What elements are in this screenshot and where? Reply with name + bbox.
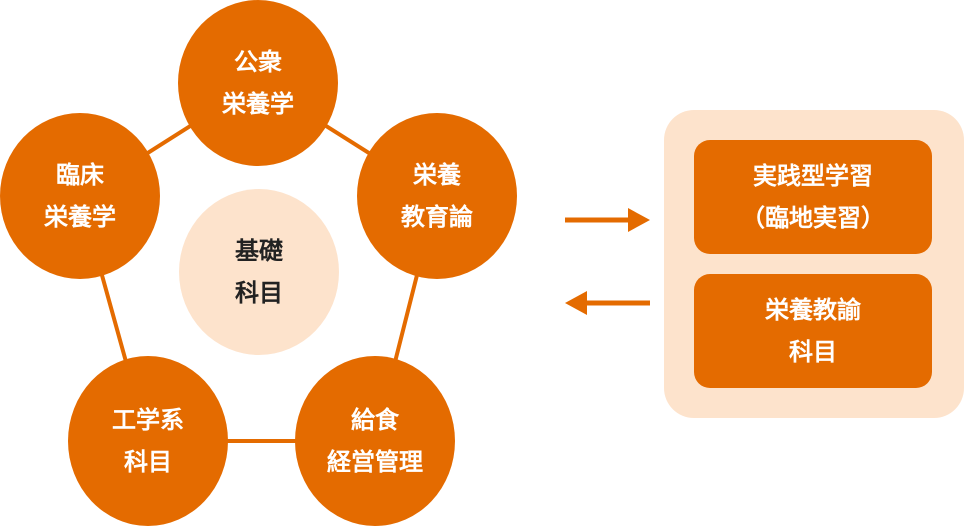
- node-label: 給食: [351, 406, 399, 434]
- node-label: 経営管理: [327, 448, 423, 476]
- node-clinical-nutrition: 臨床 栄養学: [0, 113, 160, 279]
- box-label: 栄養教諭: [765, 296, 861, 324]
- box-label: 科目: [789, 338, 837, 366]
- node-label: 基礎: [235, 237, 283, 265]
- node-label: 科目: [235, 279, 283, 307]
- practical-panel: 実践型学習 （臨地実習） 栄養教諭 科目: [664, 110, 964, 418]
- node-public-nutrition: 公衆 栄養学: [178, 0, 338, 166]
- arrow-left-icon: [565, 291, 650, 315]
- center-node-basic-subjects: 基礎 科目: [179, 189, 339, 355]
- node-label: 工学系: [112, 406, 184, 434]
- box-practical-training: 実践型学習 （臨地実習）: [694, 140, 932, 254]
- arrow-right-icon: [565, 208, 650, 232]
- node-label: 栄養学: [222, 90, 294, 118]
- node-label: 教育論: [401, 203, 473, 231]
- node-food-service-management: 給食 経営管理: [295, 356, 455, 526]
- node-label: 科目: [124, 448, 172, 476]
- node-label: 公衆: [234, 48, 282, 76]
- node-engineering-subjects: 工学系 科目: [68, 356, 228, 526]
- box-label: （臨地実習）: [741, 204, 885, 232]
- box-nutrition-teacher-subjects: 栄養教諭 科目: [694, 274, 932, 388]
- box-label: 実践型学習: [753, 162, 873, 190]
- node-label: 栄養: [413, 161, 461, 189]
- node-nutrition-education: 栄養 教育論: [357, 113, 517, 279]
- node-label: 臨床: [56, 161, 104, 189]
- node-label: 栄養学: [44, 203, 116, 231]
